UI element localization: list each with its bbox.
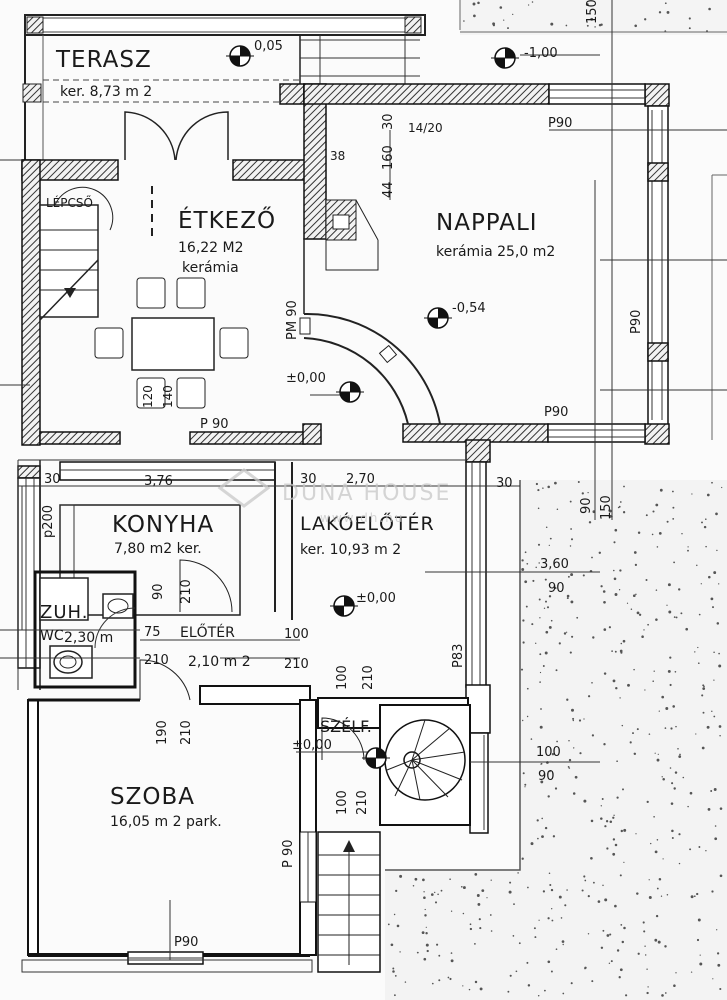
dim-p200: p200 <box>41 505 56 538</box>
szoba-name: SZOBA <box>110 784 195 810</box>
dim-360: 3,60 <box>540 557 569 572</box>
level-terrace: 0,05 <box>254 39 283 54</box>
level-marker-icon <box>330 595 358 617</box>
level-dining: ±0,00 <box>286 371 326 386</box>
opening-p83: P83 <box>451 644 466 668</box>
dim-210c: 210 <box>179 579 194 604</box>
zuh-wc-area: 2,30 m <box>64 630 113 646</box>
dim-190: 190 <box>155 720 170 745</box>
level-vestibule: ±0,00 <box>292 738 332 753</box>
level-marker-icon <box>226 45 254 67</box>
eloter-name: ELŐTÉR <box>180 623 235 641</box>
site-ground <box>385 0 727 1000</box>
dim-270: 2,70 <box>346 472 375 487</box>
dim-210a: 210 <box>144 653 169 668</box>
dim-30d: 30 <box>381 113 396 130</box>
dim-100d: 100 <box>536 745 561 760</box>
lakoeloter-name: LAKÓELŐTÉR <box>300 511 435 535</box>
dim-100a: 100 <box>284 627 309 642</box>
konyha-name: KONYHA <box>112 512 214 538</box>
dimension-labels: 30 3,76 30 2,70 30 p200 3,60 90 75 210 1… <box>41 0 614 815</box>
dim-100c: 100 <box>335 790 350 815</box>
doors <box>124 111 441 761</box>
dim-210d: 210 <box>179 720 194 745</box>
konyha-info: 7,80 m2 ker. <box>114 541 202 557</box>
dim-90e: 90 <box>579 497 594 514</box>
etkezo-name: ÉTKEZŐ <box>178 206 276 234</box>
dim-120: 120 <box>141 385 155 408</box>
dim-30a: 30 <box>44 472 61 487</box>
dim-38: 38 <box>330 149 345 163</box>
dim-210f: 210 <box>355 790 370 815</box>
opening-p90-nappali-right: P90 <box>629 310 644 334</box>
watermark-brand: DUNA HOUSE <box>282 481 451 506</box>
dim-1420: 14/20 <box>408 121 443 135</box>
interior-stair <box>39 186 114 321</box>
dim-90c: 90 <box>538 769 555 784</box>
gravel-texture <box>387 1 723 997</box>
opening-p90-szoba-bottom: P90 <box>174 935 198 950</box>
dim-150a: 150 <box>599 495 614 520</box>
opening-p90-nappali-top: P90 <box>548 116 572 131</box>
level-living: -0,54 <box>452 301 486 316</box>
dining-furniture <box>94 186 249 409</box>
level-marker-icon <box>336 381 364 403</box>
level-marker-icon <box>424 307 452 329</box>
dim-100b: 100 <box>335 665 350 690</box>
dim-210e: 210 <box>361 665 376 690</box>
etkezo-area: 16,22 M2 <box>178 240 244 256</box>
opening-p90-etkezo: P 90 <box>200 417 229 432</box>
lakoeloter-info: ker. 10,93 m 2 <box>300 542 401 558</box>
dim-90a: 90 <box>548 581 565 596</box>
szelfogo-name: SZÉLF. <box>320 717 372 736</box>
nappali-name: NAPPALI <box>436 210 538 236</box>
dim-140: 140 <box>161 385 175 408</box>
opening-labels: P90 P90 P90 P 90 PM 90 P83 P 90 P90 <box>174 116 644 950</box>
nappali-info: kerámia 25,0 m2 <box>436 244 555 260</box>
dim-75: 75 <box>144 625 161 640</box>
dim-90b: 90 <box>151 583 166 600</box>
level-outside: -1,00 <box>524 46 558 61</box>
terrace-outline <box>22 14 426 160</box>
wc-name: WC <box>40 628 64 644</box>
etkezo-floor: kerámia <box>182 260 239 276</box>
terasz-name: TERASZ <box>55 47 152 73</box>
opening-p90-nappali-bottom: P90 <box>544 405 568 420</box>
level-marker-icon <box>362 747 390 769</box>
zuh-name: ZUH. <box>40 602 88 623</box>
level-markers <box>226 45 519 769</box>
dim-44: 44 <box>381 181 396 198</box>
exterior-walls <box>17 83 670 973</box>
opening-pm90: PM 90 <box>285 300 300 340</box>
dim-30b: 30 <box>300 472 317 487</box>
eloter-area: 2,10 m 2 <box>188 654 251 670</box>
watermark-url: www.dh.hu <box>320 511 404 525</box>
level-labels: 0,05 -1,00 -0,54 ±0,00 ±0,00 ±0,00 <box>254 39 558 753</box>
dim-160: 160 <box>381 145 396 170</box>
dimension-lines <box>0 0 727 960</box>
dim-376: 3,76 <box>144 474 173 489</box>
level-hall: ±0,00 <box>356 591 396 606</box>
terasz-info: ker. 8,73 m 2 <box>60 84 152 100</box>
watermark: DUNA HOUSE www.dh.hu <box>217 468 451 525</box>
level-marker-icon <box>491 47 519 69</box>
dim-150b: 150 <box>585 0 600 24</box>
dim-210b: 210 <box>284 657 309 672</box>
room-labels: TERASZ ker. 8,73 m 2 LÉPCSŐ ÉTKEZŐ 16,22… <box>40 47 555 830</box>
opening-p90-szoba-side: P 90 <box>281 839 296 868</box>
szoba-info: 16,05 m 2 park. <box>110 814 222 830</box>
lepcso-name: LÉPCSŐ <box>46 195 93 210</box>
dim-30c: 30 <box>496 476 513 491</box>
